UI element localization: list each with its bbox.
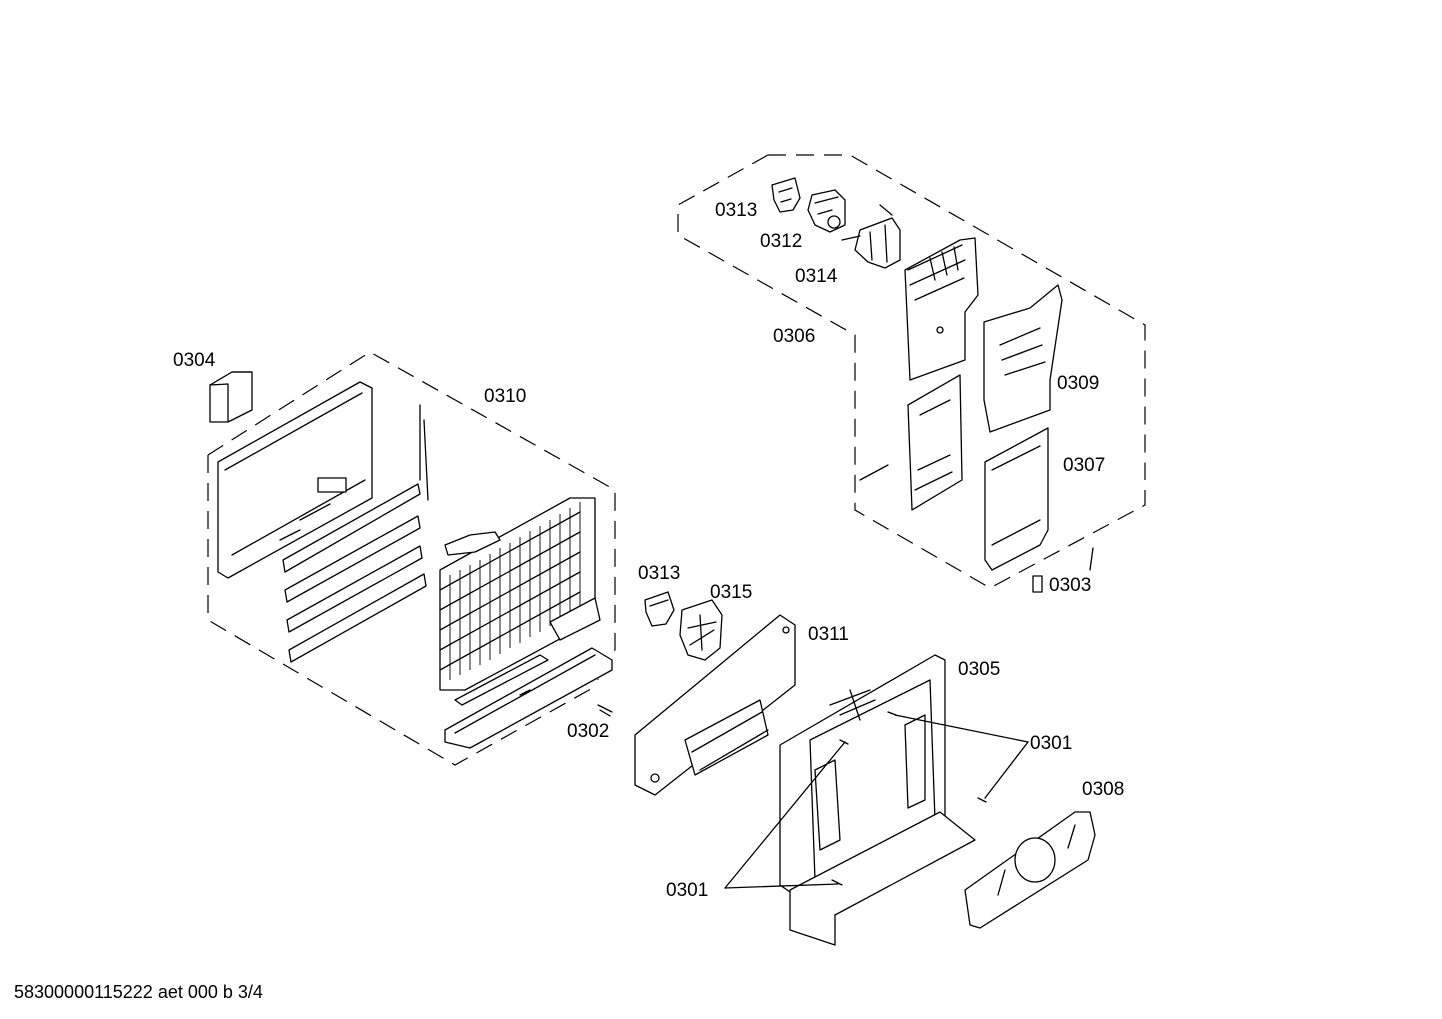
document-code: 58300000115222 aet 000 b 3/4 <box>14 982 263 1002</box>
label-0304: 0304 <box>173 350 216 371</box>
part-0303-small <box>1032 547 1094 593</box>
label-0311: 0311 <box>808 624 849 645</box>
part-0313-bracket-middle <box>644 591 675 627</box>
part-0309-cover <box>983 284 1063 433</box>
part-0311-plate <box>634 614 796 796</box>
label-0301-right: 0301 <box>1030 733 1072 754</box>
label-0312: 0312 <box>760 231 802 252</box>
label-0309: 0309 <box>1057 373 1099 394</box>
part-0302-pin <box>597 704 613 717</box>
part-0307-panel <box>984 427 1049 571</box>
part-0314-clip <box>841 204 901 269</box>
label-0301-left: 0301 <box>666 880 708 901</box>
part-0306-upper-housing <box>859 237 979 511</box>
part-0310-coil <box>439 497 601 691</box>
label-0310: 0310 <box>484 386 526 407</box>
part-0304-box <box>209 371 253 423</box>
label-0307: 0307 <box>1063 455 1105 476</box>
part-0305-frame <box>779 654 976 946</box>
part-0301-screws <box>724 711 1029 889</box>
label-0315: 0315 <box>710 582 752 603</box>
label-0308: 0308 <box>1082 779 1124 800</box>
label-0313-top: 0313 <box>715 200 757 221</box>
part-0312-motor <box>807 189 846 233</box>
label-0302: 0302 <box>567 721 609 742</box>
part-0313-bracket-top <box>771 177 801 213</box>
part-0310-backplate <box>217 381 429 663</box>
label-0314: 0314 <box>795 266 838 287</box>
label-0313-middle: 0313 <box>638 563 680 584</box>
label-0306: 0306 <box>773 326 815 347</box>
part-0315-fan <box>679 599 723 661</box>
label-0303: 0303 <box>1049 575 1091 596</box>
part-0308-knob-panel <box>964 811 1096 929</box>
group-0306-boundary <box>677 154 1146 589</box>
label-0305: 0305 <box>958 659 1000 680</box>
part-0310-tray <box>444 647 613 749</box>
